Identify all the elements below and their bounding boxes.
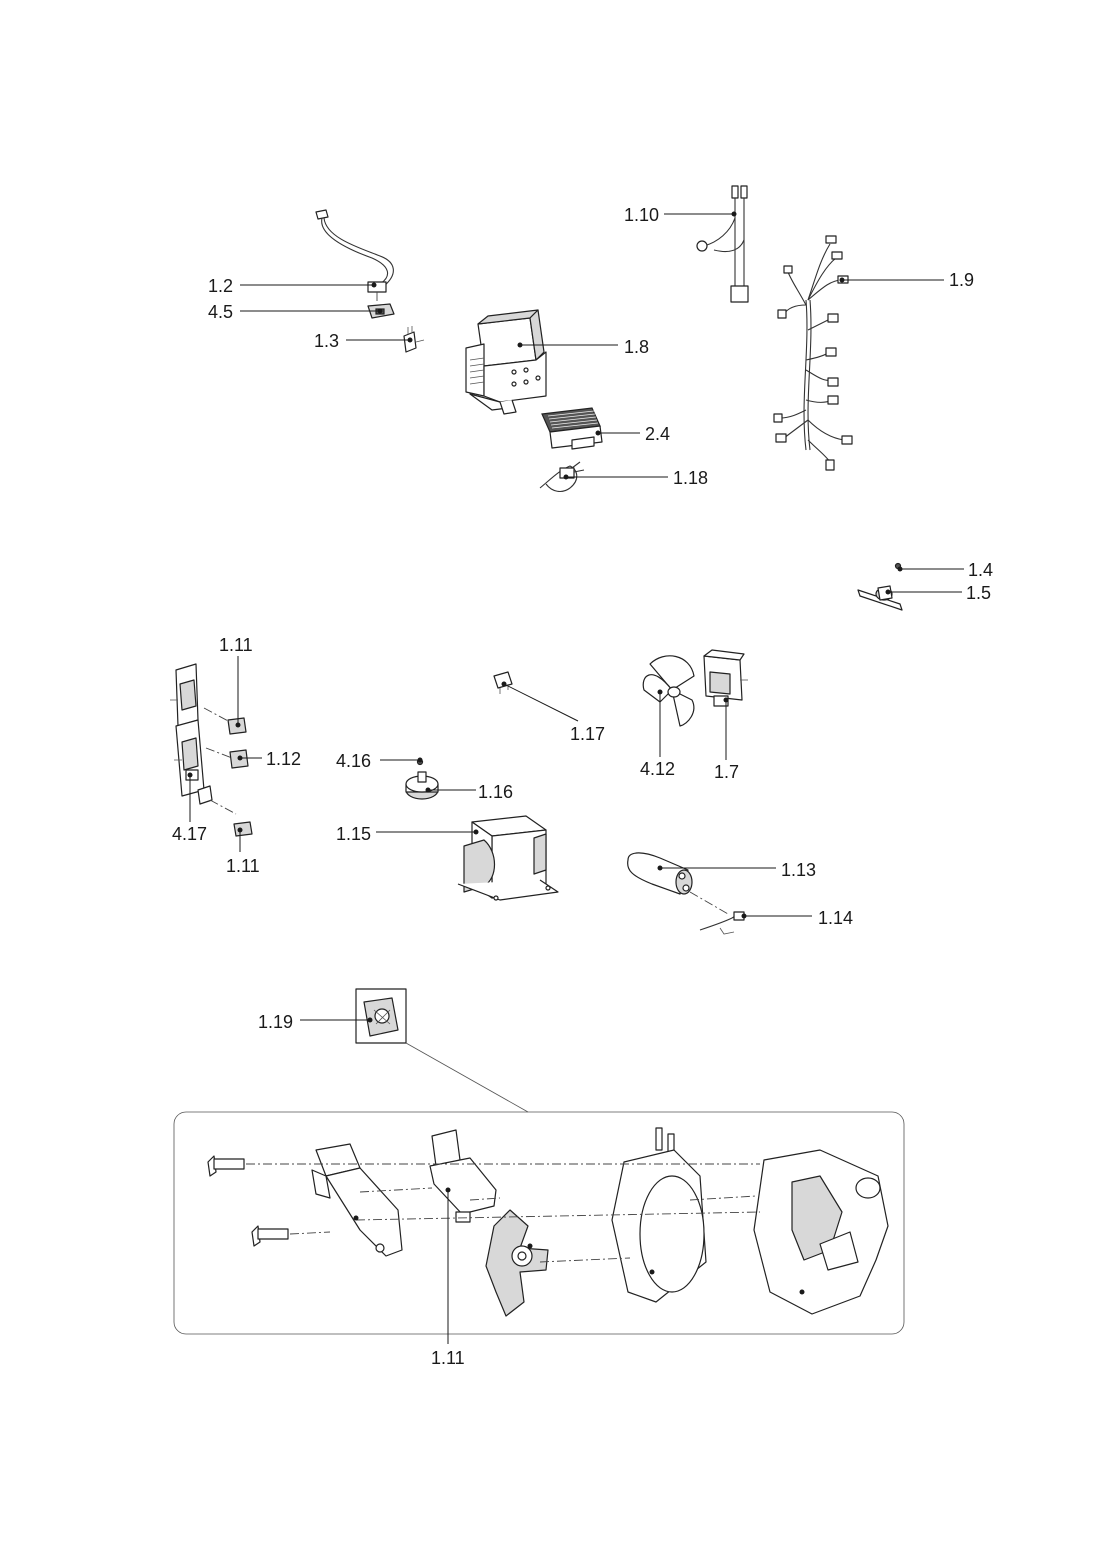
- part-magnetron: [465, 309, 547, 415]
- callout-label-1-11-mid: 1.11: [226, 856, 260, 876]
- part-door-switch: [857, 562, 903, 611]
- callout-label-1-11-bottom: 1.11: [431, 1348, 465, 1368]
- part-sensor: [539, 461, 585, 493]
- callout-label-1-7: 1.7: [714, 762, 739, 782]
- callout-label-1-12: 1.12: [266, 749, 301, 769]
- part-hv-diode: [689, 891, 745, 935]
- callout-label-1-9: 1.9: [949, 270, 974, 290]
- part-fan-motor: [703, 649, 748, 707]
- part-fan-blade: [642, 655, 695, 727]
- part-inset-box: [355, 988, 529, 1113]
- part-micro-switch-top: [203, 707, 247, 735]
- part-turntable-motor: [405, 758, 439, 800]
- callout-label-1-5: 1.5: [966, 583, 991, 603]
- part-transformer: [457, 815, 559, 901]
- callout-label-1-8: 1.8: [624, 337, 649, 357]
- callout-label-1-18: 1.18: [673, 468, 708, 488]
- callout-label-4-17: 4.17: [172, 824, 207, 844]
- callout-label-1-14: 1.14: [818, 908, 853, 928]
- callout-label-1-4: 1.4: [968, 560, 993, 580]
- callout-label-1-11-top: 1.11: [219, 635, 253, 655]
- callout-label-1-3: 1.3: [314, 331, 339, 351]
- callout-label-4-5: 4.5: [208, 302, 233, 322]
- callout-label-2-4: 2.4: [645, 424, 670, 444]
- callout-label-4-16: 4.16: [336, 751, 371, 771]
- callout-label-1-19: 1.19: [258, 1012, 293, 1032]
- part-lamp-socket: [493, 671, 513, 694]
- callout-leaders: [187, 211, 964, 1344]
- part-wire-lead: [315, 209, 394, 287]
- callout-label-1-17: 1.17: [570, 724, 605, 744]
- callout-label-1-10: 1.10: [624, 205, 659, 225]
- part-hv-lead: [696, 185, 749, 303]
- part-latch-board: [170, 663, 213, 805]
- callout-label-1-16: 1.16: [478, 782, 513, 802]
- part-micro-switch-lower: [209, 799, 253, 837]
- part-heat-sink: [541, 407, 603, 450]
- part-clip: [403, 326, 425, 353]
- part-wire-harness: [773, 235, 853, 471]
- callout-label-1-15: 1.15: [336, 824, 371, 844]
- callout-label-4-12: 4.12: [640, 759, 675, 779]
- exploded-detail-panel: [173, 1111, 905, 1335]
- part-capacitor: [627, 852, 693, 895]
- callout-label-1-13: 1.13: [781, 860, 816, 880]
- callout-label-1-2: 1.2: [208, 276, 233, 296]
